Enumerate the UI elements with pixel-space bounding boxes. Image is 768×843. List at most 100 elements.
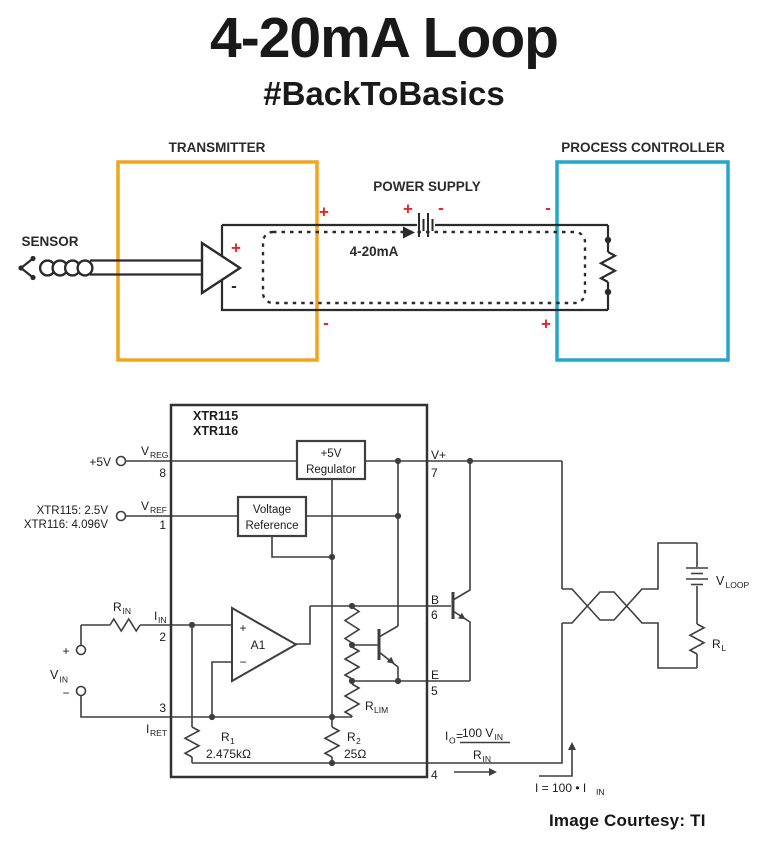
svg-text:REF: REF (150, 505, 167, 515)
polarity-plus: + (541, 315, 551, 334)
reference-text-2: Reference (245, 520, 298, 532)
loop-overview-diagram: TRANSMITTER PROCESS CONTROLLER POWER SUP… (18, 140, 730, 362)
polarity-minus: - (545, 199, 551, 218)
twisted-pair-wire-a (562, 542, 697, 621)
vreg-terminal (115, 455, 127, 467)
sensor-label: SENSOR (21, 234, 78, 249)
opamp-label: A1 (251, 638, 266, 652)
rin-resistor (109, 617, 141, 633)
pin-2: 2 (159, 630, 166, 644)
svg-text:O: O (449, 736, 456, 746)
process-controller-box (555, 160, 730, 362)
rlim-resistor-1 (343, 606, 361, 644)
current-direction-arrow (403, 226, 415, 239)
xtr-application-circuit: +5V XTR115: 2.5V XTR116: 4.096V V REG 8 … (24, 403, 750, 795)
r1-value: 2.475kΩ (206, 747, 251, 761)
pin-6: 6 (431, 608, 438, 622)
opamp-triangle (231, 606, 299, 683)
io-equation: I (445, 729, 448, 743)
polarity-plus: + (319, 203, 329, 222)
polarity-minus: - (438, 199, 444, 218)
loop-current-label: 4-20mA (350, 244, 399, 259)
internal-emitter-arrow (386, 656, 395, 664)
vin-plus-sign: + (62, 644, 69, 658)
reference-box (236, 495, 308, 538)
pin-5: 5 (431, 684, 438, 698)
opamp-minus: − (239, 655, 246, 669)
svg-text:IN: IN (483, 754, 492, 764)
pin-1: 1 (159, 518, 166, 532)
pin-vreg: V (141, 444, 149, 458)
pin-iin: I (154, 609, 157, 623)
svg-text:IN: IN (596, 787, 605, 795)
pin-3: 3 (159, 701, 166, 715)
polarity-minus: - (323, 314, 329, 333)
page-title: 4-20mA Loop (210, 6, 559, 70)
vloop-label: V (716, 574, 725, 588)
vin-plus-terminal (75, 644, 87, 656)
chip-name-2: XTR116 (193, 424, 238, 438)
svg-text:L: L (722, 643, 727, 653)
rlim-label: R (365, 699, 374, 713)
rin-label: R (113, 600, 122, 614)
twisted-pair-wire-b (562, 591, 697, 669)
pin-vref: V (141, 499, 149, 513)
amp-output-plus: + (231, 239, 241, 258)
loop-current-arrow-line (539, 749, 573, 777)
r2-resistor (323, 726, 341, 758)
ic-outline (169, 403, 429, 779)
loop-current-arrow-head (568, 742, 576, 750)
loop-wires (220, 223, 618, 312)
page-subtitle: #BackToBasics (263, 75, 505, 112)
load-resistor (598, 251, 618, 283)
amp-output-minus: - (231, 277, 237, 296)
power-supply-battery (418, 213, 434, 237)
regulator-box (295, 439, 367, 481)
svg-text:RET: RET (150, 728, 167, 738)
opamp-plus: + (239, 621, 246, 635)
pin-8: 8 (159, 466, 166, 480)
svg-text:IN: IN (158, 615, 167, 625)
vin-minus-terminal (75, 685, 87, 697)
svg-text:IN: IN (495, 732, 504, 742)
rlim-resistor-3 (343, 683, 361, 717)
regulator-text-1: +5V (321, 448, 342, 460)
pin-b: B (431, 593, 439, 607)
transmitter-label: TRANSMITTER (169, 140, 266, 155)
loop-current-equation: I = 100 • I (535, 781, 586, 795)
vin-label: V (50, 668, 59, 682)
reference-text-1: Voltage (253, 504, 291, 516)
vin-minus-sign: − (62, 686, 69, 700)
rl-resistor (688, 623, 706, 655)
io-arrow-head (489, 768, 497, 776)
chip-name-1: XTR115 (193, 409, 238, 423)
svg-text:REG: REG (150, 450, 168, 460)
pin-iret: I (146, 722, 149, 736)
regulator-text-2: Regulator (306, 464, 356, 476)
r2-value: 25Ω (344, 747, 366, 761)
svg-text:LOOP: LOOP (726, 580, 750, 590)
process-controller-label: PROCESS CONTROLLER (561, 140, 725, 155)
svg-text:IN: IN (60, 675, 69, 685)
circuit-wires (80, 460, 706, 764)
power-supply-label: POWER SUPPLY (373, 179, 481, 194)
svg-text:R: R (473, 748, 482, 762)
supply-label: +5V (89, 455, 111, 469)
vref-terminal (115, 510, 127, 522)
pin-vplus: V+ (431, 448, 446, 462)
pin-e: E (431, 668, 439, 682)
svg-text:2: 2 (356, 736, 361, 746)
sensor-icon (18, 255, 203, 281)
vloop-battery (686, 567, 708, 586)
r1-label: R (221, 730, 230, 744)
r1-resistor (183, 726, 201, 758)
r2-label: R (347, 730, 356, 744)
pin-4: 4 (431, 768, 438, 782)
rlim-resistor-2 (343, 646, 361, 680)
junction-dots (188, 457, 474, 767)
polarity-plus: + (403, 200, 413, 219)
current-path-dashed (261, 230, 587, 305)
external-emitter-arrow (458, 612, 466, 620)
svg-text:LIM: LIM (374, 705, 388, 715)
